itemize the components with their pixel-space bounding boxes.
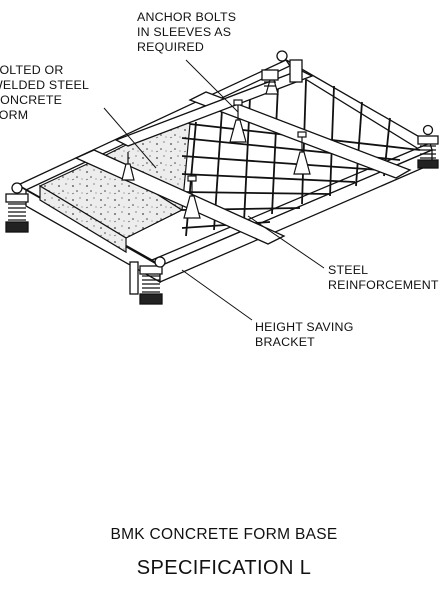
isolator-back-center (261, 50, 303, 87)
label-bolted-form-line3: CONCRETE (0, 93, 63, 107)
leader-steel-reinforcement (247, 215, 325, 269)
isolator-back-right (417, 124, 439, 169)
spring-isolators (5, 50, 439, 305)
isolator-front-left (5, 182, 29, 233)
isolator-front-center (129, 256, 166, 305)
label-height-saving-bracket: HEIGHT SAVING BRACKET (255, 320, 354, 350)
label-anchor-bolts-line3: REQUIRED (137, 40, 205, 54)
leader-height-saving-bracket (181, 269, 253, 321)
label-bolted-form: BOLTED OR WELDED STEEL CONCRETE FORM (0, 63, 89, 123)
label-height-saving-bracket-line1: HEIGHT SAVING (255, 320, 354, 334)
caption-title: BMK CONCRETE FORM BASE (110, 526, 338, 543)
leader-anchor-bolts (185, 59, 239, 113)
label-bolted-form-line2: WELDED STEEL (0, 78, 90, 92)
label-steel-reinforcement-line2: REINFORCEMENT (328, 278, 439, 292)
caption-specification: SPECIFICATION L (136, 557, 312, 579)
label-anchor-bolts: ANCHOR BOLTS IN SLEEVES AS REQUIRED (137, 10, 236, 55)
label-steel-reinforcement-line1: STEEL (328, 263, 369, 277)
leader-bolted-form (103, 107, 157, 169)
label-anchor-bolts-line2: IN SLEEVES AS (137, 25, 232, 39)
label-bolted-form-line1: BOLTED OR (0, 63, 64, 77)
label-anchor-bolts-line1: ANCHOR BOLTS (137, 10, 237, 24)
leader-lines (103, 59, 325, 321)
label-bolted-form-line4: FORM (0, 108, 29, 122)
label-steel-reinforcement: STEEL REINFORCEMENT (328, 263, 439, 293)
label-height-saving-bracket-line2: BRACKET (255, 335, 315, 349)
